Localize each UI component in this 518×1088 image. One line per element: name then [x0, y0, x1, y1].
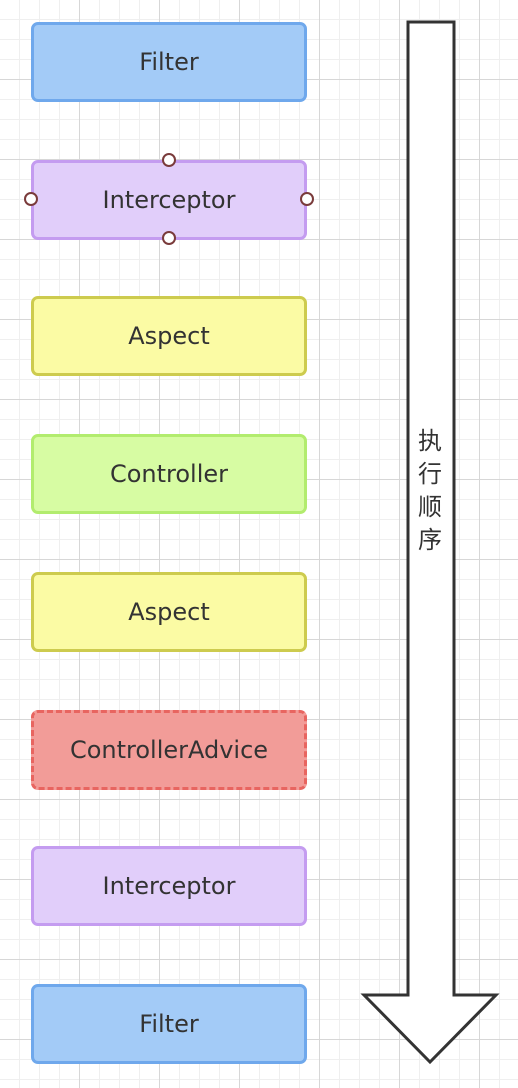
node-label: Interceptor	[102, 872, 236, 900]
node-controller-advice[interactable]: ControllerAdvice	[31, 710, 307, 790]
arrow-label-char: 行	[418, 460, 442, 488]
arrow-label-char: 序	[418, 526, 442, 554]
arrow-label-char: 顺	[418, 493, 442, 521]
node-label: Filter	[139, 48, 199, 76]
node-label: Aspect	[128, 598, 210, 626]
resize-handle-right[interactable]	[300, 192, 314, 206]
node-label: Interceptor	[102, 186, 236, 214]
node-label: Controller	[109, 460, 229, 488]
node-label: Aspect	[128, 322, 210, 350]
node-label: Filter	[139, 1010, 199, 1038]
node-controller[interactable]: Controller	[31, 434, 307, 514]
node-aspect-bottom[interactable]: Aspect	[31, 572, 307, 652]
resize-handle-top[interactable]	[162, 153, 176, 167]
resize-handle-left[interactable]	[24, 192, 38, 206]
resize-handle-bottom[interactable]	[162, 231, 176, 245]
node-aspect-top[interactable]: Aspect	[31, 296, 307, 376]
arrow-label-char: 执	[418, 427, 442, 455]
arrow-label: 执行顺序	[415, 425, 445, 557]
node-interceptor-top[interactable]: Interceptor	[31, 160, 307, 240]
node-filter-bottom[interactable]: Filter	[31, 984, 307, 1064]
node-label: ControllerAdvice	[69, 736, 269, 764]
node-filter-top[interactable]: Filter	[31, 22, 307, 102]
arrow-shape[interactable]	[360, 20, 500, 1065]
node-interceptor-bottom[interactable]: Interceptor	[31, 846, 307, 926]
